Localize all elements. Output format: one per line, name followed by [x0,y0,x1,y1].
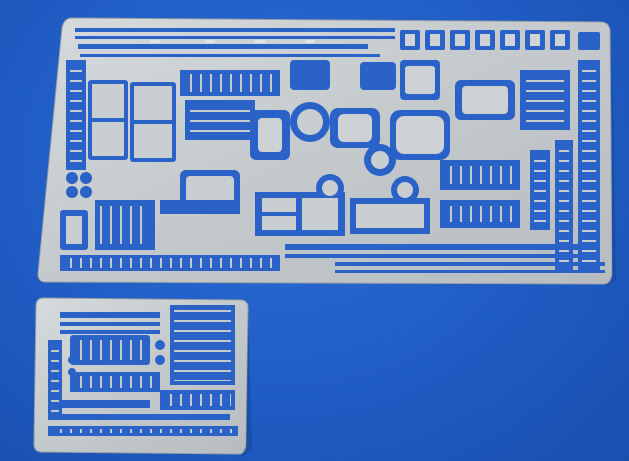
small-fret [33,297,249,455]
large-fret [37,17,613,285]
